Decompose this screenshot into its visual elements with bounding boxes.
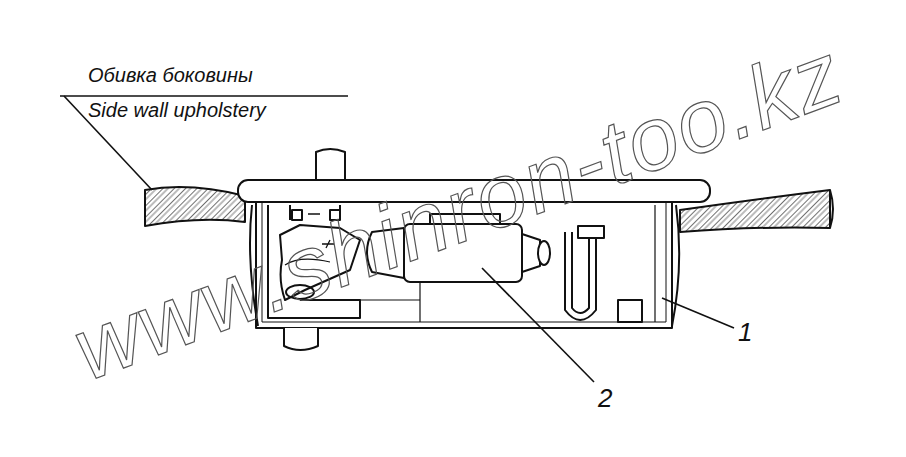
part-name-ru: Обивка боковины xyxy=(88,64,253,86)
part-name-en: Side wall upholstery xyxy=(88,99,266,121)
callout-number: 2 xyxy=(598,384,612,413)
callout-number: 1 xyxy=(738,318,752,347)
